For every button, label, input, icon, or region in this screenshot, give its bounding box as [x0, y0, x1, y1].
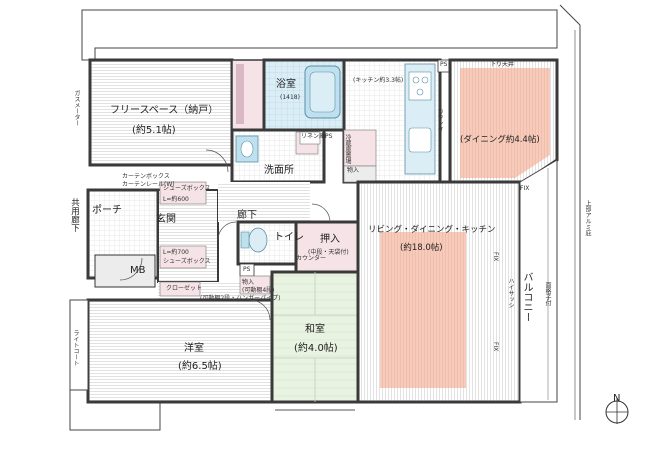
mb-box — [94, 254, 156, 288]
stove — [408, 71, 432, 101]
kyoyo-roka-label: 共用廊下 — [69, 198, 80, 232]
oshiire-label: 押入 — [320, 234, 340, 245]
balcony-gate-label: 面格子付 — [544, 282, 551, 306]
corridor-label: 廊下 — [237, 210, 257, 221]
exterior-frame — [69, 4, 581, 431]
upper-alu-label: 上部アルミ庇 — [584, 200, 591, 236]
door-swings — [119, 149, 331, 321]
basin-bowl — [240, 140, 254, 158]
burner-3 — [416, 88, 424, 96]
shoe-box-2 — [159, 245, 207, 269]
shoes-box-l600: L=約600 — [163, 196, 189, 203]
youshitsu-label: 洋室 — [184, 343, 204, 354]
curtain-box-label: カーテンボックス — [122, 173, 170, 180]
ps-toilet-label: PS — [243, 266, 251, 273]
ldk-highlight — [380, 232, 466, 388]
ps-wash-label: PS — [325, 133, 333, 140]
fix-label-1: FIX — [492, 252, 499, 262]
toilet-bowl — [248, 227, 268, 253]
bathroom-label: 浴室 — [276, 79, 296, 90]
linen-storage — [299, 131, 321, 145]
high-sash-label: ハイサッシ — [507, 278, 514, 308]
closet-label: クローゼット — [166, 285, 203, 292]
entrance-label: 玄関 — [156, 214, 176, 225]
storage-small-note: (可動棚4段) — [242, 287, 275, 294]
shoe-box-1 — [159, 181, 207, 205]
sink — [408, 127, 432, 153]
kitchen-counter-label: カウンター — [436, 108, 443, 138]
storage-label: 物入 — [347, 167, 360, 174]
youshitsu-floor — [86, 298, 274, 404]
corridor-floor — [218, 182, 310, 222]
oshiire-floor — [294, 220, 360, 274]
bathtub-inner — [309, 71, 336, 113]
counter-label: カウンター — [296, 255, 327, 262]
refrigerator-label: 冷蔵庫置場 — [344, 134, 351, 164]
ldk-label: リビング・ダイニング・キッチン — [368, 225, 496, 235]
closet-note: (可動棚2段・ハンガーパイプ) — [200, 295, 281, 302]
light-court-label: ライトコート — [72, 330, 79, 366]
curtain-rail-w-label: カーテンレール(W) — [122, 181, 175, 188]
dining-highlight — [460, 68, 550, 178]
youshitsu-area: (約6.5帖) — [178, 361, 222, 372]
shoes-box-l700: L=約700 — [163, 249, 189, 256]
light-court — [69, 299, 89, 391]
tatami-lines — [272, 272, 358, 402]
shoes-box-label: シューズボックス — [163, 185, 211, 192]
storage-small-label: 物入 — [242, 279, 255, 286]
burner-1 — [412, 76, 420, 84]
north-compass — [605, 398, 629, 424]
burner-2 — [421, 76, 429, 84]
north-label: N — [613, 393, 621, 404]
closet-strip — [236, 64, 244, 124]
toilet-label: トイレ — [274, 232, 304, 243]
youshitsu-closet — [159, 281, 201, 297]
sagari-tenjo-label: 下り天井 — [490, 61, 515, 68]
balcony-label: バルコニー — [521, 272, 532, 322]
bathroom-size: (1418) — [280, 94, 300, 101]
oshiire-note: (中段・天袋付) — [308, 249, 349, 256]
porch-label: ポーチ — [92, 205, 122, 216]
free-space-area: (約5.1帖) — [132, 125, 176, 136]
fix-label-3: FIX — [520, 185, 530, 192]
gas-meter-label: ガスメーター — [73, 90, 80, 126]
toilet-tank — [240, 231, 250, 249]
fix-label-2: FIX — [492, 342, 499, 352]
mb-label: MB — [130, 265, 146, 276]
free-space-label: フリースペース（納戸） — [110, 105, 219, 116]
washroom-label: 洗面所 — [264, 165, 294, 176]
shoes-box-2-label: シューズボックス — [163, 258, 211, 265]
kitchen-size-label: (キッチン約3.3帖) — [353, 77, 404, 84]
ldk-area: (約18.0帖) — [400, 243, 443, 253]
linen-label: リネン庫 — [301, 133, 326, 140]
storage-small — [239, 275, 271, 295]
washitsu-area: (約4.0帖) — [294, 343, 338, 354]
dining-label: (ダイニング約4.4帖) — [460, 135, 540, 145]
ps-kitchen-label: PS — [440, 61, 448, 68]
washitsu-label: 和室 — [305, 324, 325, 335]
